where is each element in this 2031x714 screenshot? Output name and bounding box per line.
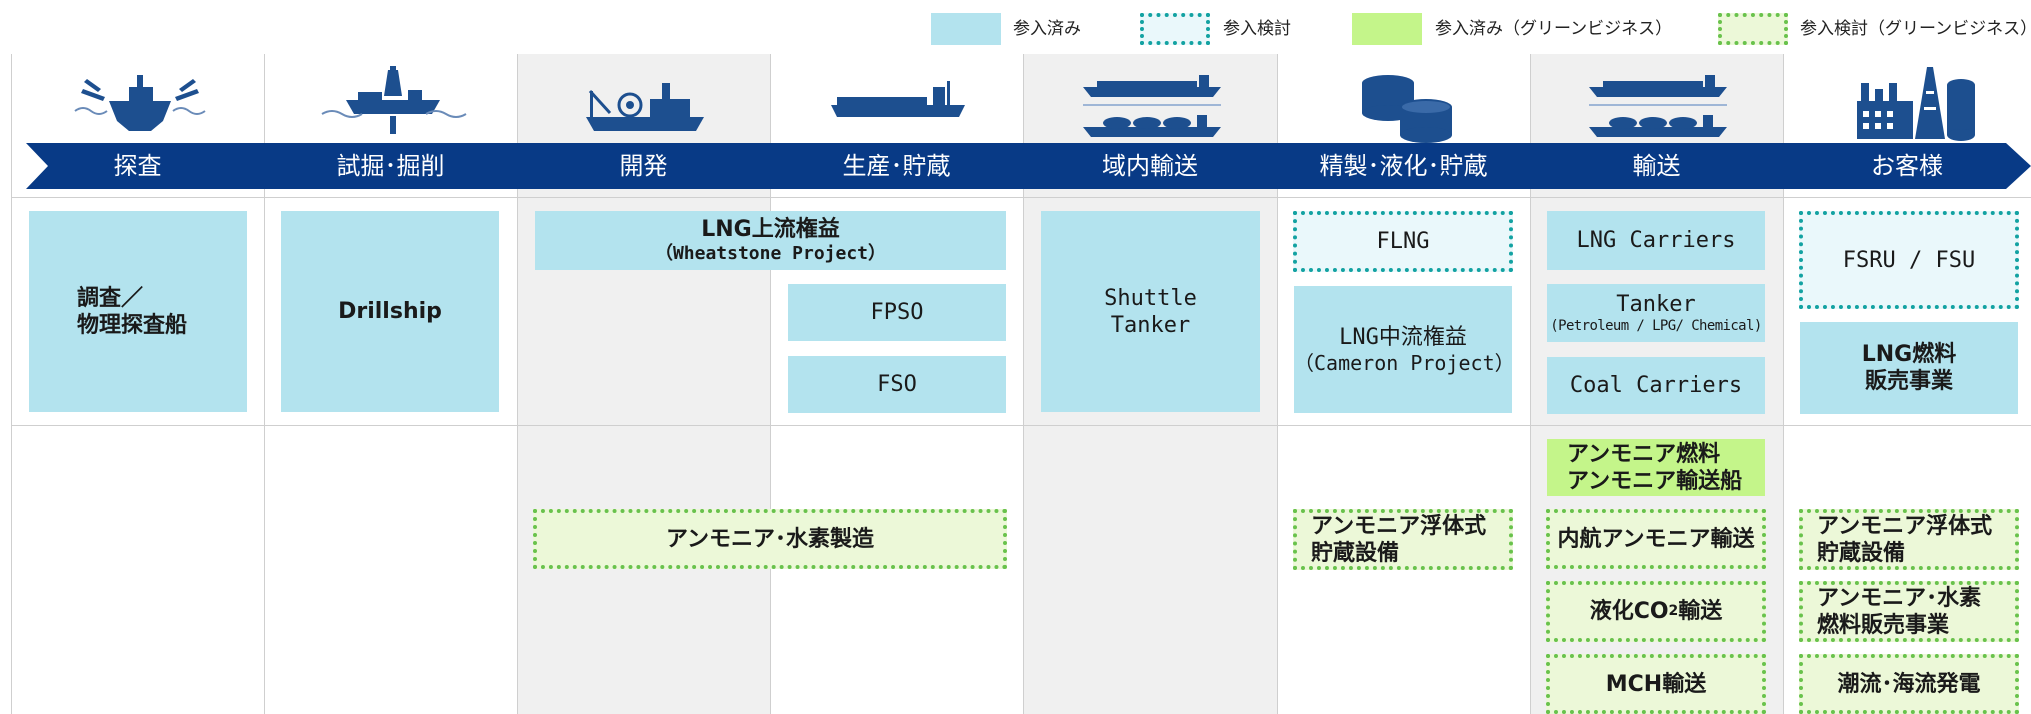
box-survey-vessel: 調査／ 物理探査船 (29, 211, 247, 412)
row-divider (11, 197, 2031, 198)
box-customer-ammonia-floating-storage: アンモニア浮体式 貯蔵設備 (1799, 509, 2019, 570)
column-divider (1530, 54, 1531, 714)
box-text: 貯蔵設備 (1311, 540, 1400, 566)
box-fso: FSO (788, 356, 1006, 413)
box-text: アンモニア･水素 (1817, 585, 1982, 611)
column-divider (1023, 54, 1024, 714)
box-text: （Cameron Project） (1294, 351, 1515, 375)
drillship-icon (313, 62, 473, 144)
box-shuttle-tanker: Shuttle Tanker (1041, 211, 1260, 412)
stage-drilling: 試掘･掘削 (336, 152, 445, 180)
box-tidal-power-generation: 潮流･海流発電 (1799, 654, 2019, 714)
box-coal-carriers: Coal Carriers (1547, 357, 1765, 414)
value-chain-arrow (26, 143, 2031, 189)
column-divider (264, 54, 265, 714)
carrier-ships-icon (1578, 66, 1738, 146)
column-divider (1277, 54, 1278, 714)
box-lng-carriers: LNG Carriers (1547, 211, 1765, 270)
box-text: Tanker (1616, 292, 1696, 317)
box-text: 販売事業 (1864, 369, 1953, 394)
box-lng-fuel-sales: LNG燃料 販売事業 (1800, 322, 2018, 414)
legend-swatch-considering (1140, 13, 1210, 45)
legend-label-participated: 参入済み (1013, 19, 1081, 39)
box-text: 調査／ (77, 285, 144, 311)
survey-ship-icon (60, 64, 220, 146)
box-text-subscript: 2 (1668, 603, 1679, 619)
box-text: 液化CO (1589, 599, 1669, 624)
stage-customers: お客様 (1871, 152, 1943, 180)
row-divider (11, 425, 2031, 426)
industrial-plant-icon (1832, 60, 1992, 144)
column-divider (517, 54, 518, 714)
legend-label-considering: 参入検討 (1223, 19, 1291, 39)
box-text: Shuttle (1104, 285, 1197, 311)
stage-transport: 輸送 (1632, 152, 1681, 180)
cable-vessel-icon (565, 64, 725, 146)
box-ammonia-floating-storage: アンモニア浮体式 貯蔵設備 (1293, 509, 1513, 570)
legend-swatch-considering-green (1718, 13, 1788, 45)
box-flng: FLNG (1293, 211, 1513, 272)
box-text: 燃料販売事業 (1817, 612, 1950, 638)
box-ammonia-hydrogen-manufacturing: アンモニア･水素製造 (533, 509, 1007, 569)
box-domestic-ammonia-transport: 内航アンモニア輸送 (1546, 509, 1766, 569)
stage-production-storage: 生産･貯蔵 (842, 152, 951, 180)
column-divider (1783, 54, 1784, 714)
box-ammonia-fueled-carrier: アンモニア燃料 アンモニア輸送船 (1547, 439, 1765, 496)
legend-label-considering-green: 参入検討（グリーンビジネス） (1800, 19, 2031, 39)
box-text: LNG燃料 (1861, 342, 1957, 367)
box-fsru: FSRU / FSU (1799, 211, 2019, 309)
box-lng-upstream: LNG上流権益 （Wheatstone Project） (535, 211, 1006, 270)
legend-label-participated-green: 参入済み（グリーンビジネス） (1435, 19, 1673, 39)
box-text: アンモニア浮体式 (1311, 513, 1487, 539)
box-text: LNG上流権益 (701, 217, 840, 242)
column-divider (11, 54, 12, 714)
box-text: アンモニア輸送船 (1567, 468, 1743, 494)
box-drillship: Drillship (281, 211, 499, 412)
box-lng-midstream: LNG中流権益 （Cameron Project） (1294, 286, 1515, 413)
box-text: アンモニア浮体式 (1817, 513, 1993, 539)
box-mch-transport: MCH輸送 (1546, 654, 1766, 714)
box-text: Tanker (1110, 312, 1191, 338)
box-ammonia-hydrogen-fuel-sales: アンモニア･水素 燃料販売事業 (1799, 581, 2019, 642)
box-text: LNG中流権益 (1339, 325, 1467, 350)
legend-swatch-participated-green (1352, 13, 1422, 45)
fpso-ship-icon (818, 70, 978, 140)
shuttle-tanker-icon (1072, 66, 1232, 146)
box-text: 物理探査船 (77, 312, 188, 338)
storage-tanks-icon (1325, 66, 1485, 146)
stage-regional-transport: 域内輸送 (1102, 152, 1198, 180)
box-text: アンモニア燃料 (1567, 441, 1721, 467)
box-text: (Petroleum / LPG/ Chemical) (1550, 318, 1762, 334)
box-text: （Wheatstone Project） (654, 243, 887, 264)
stage-exploration: 探査 (113, 152, 162, 180)
box-text: 貯蔵設備 (1817, 540, 1906, 566)
legend-swatch-participated (931, 13, 1001, 45)
stage-development: 開発 (619, 152, 668, 180)
box-tanker: Tanker (Petroleum / LPG/ Chemical) (1547, 284, 1765, 342)
column-divider (770, 54, 771, 714)
stage-refining-liquefaction: 精製･液化･貯蔵 (1319, 152, 1488, 180)
box-text: 輸送 (1678, 599, 1723, 624)
box-fpso: FPSO (788, 284, 1006, 341)
